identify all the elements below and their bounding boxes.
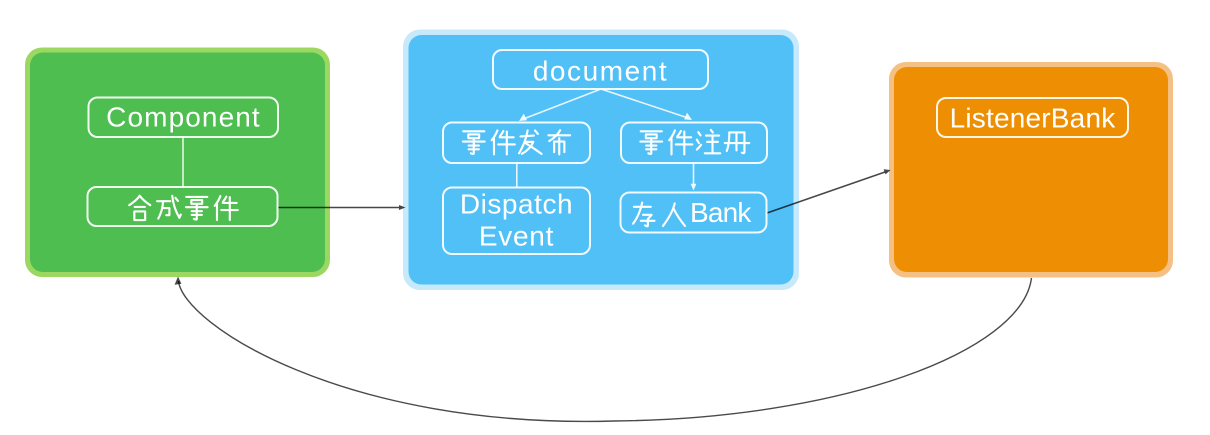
svg-text:Dispatch: Dispatch xyxy=(460,189,573,220)
svg-text:Bank: Bank xyxy=(690,197,752,228)
svg-text:document: document xyxy=(533,56,668,87)
svg-text:Event: Event xyxy=(479,221,554,252)
svg-text:Component: Component xyxy=(106,102,261,133)
svg-text:ListenerBank: ListenerBank xyxy=(950,103,1117,134)
